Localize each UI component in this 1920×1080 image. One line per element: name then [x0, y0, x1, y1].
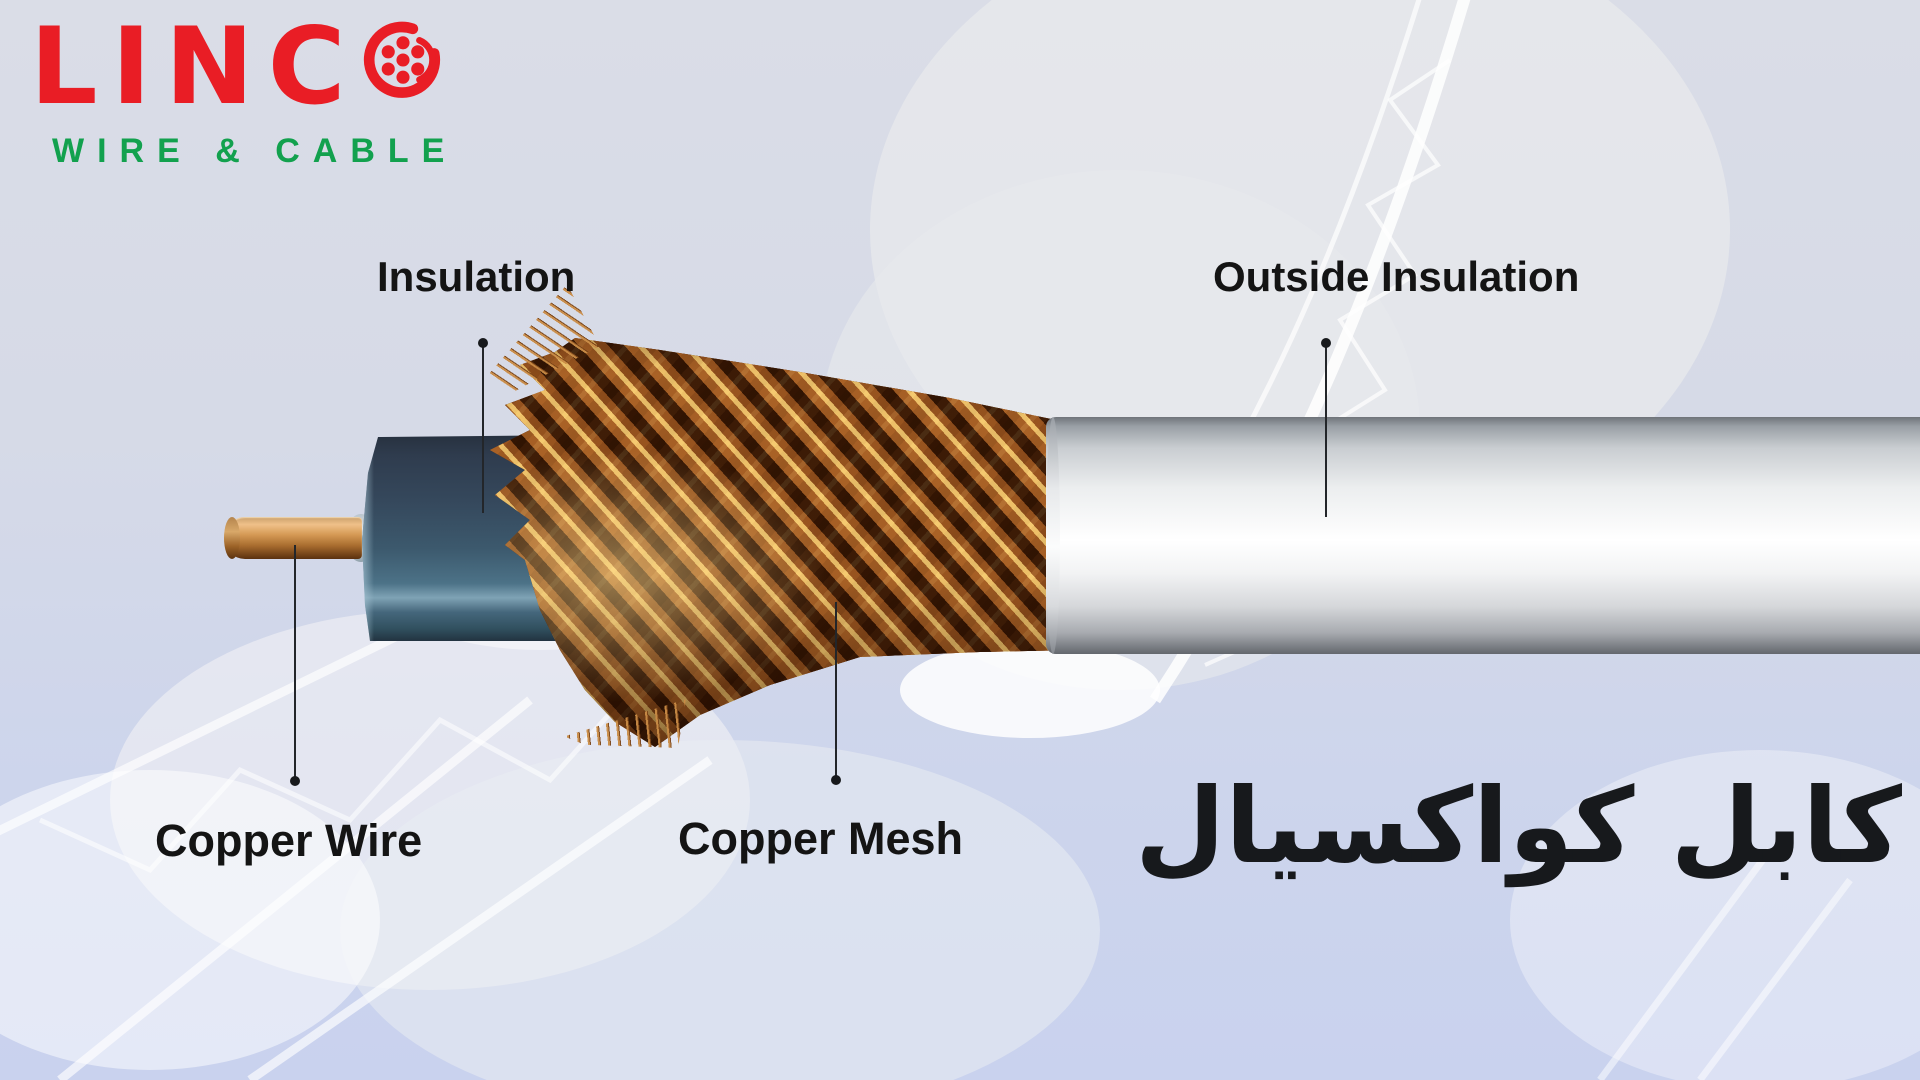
copper-wire-pointer-line [294, 545, 296, 781]
copper-wire-label: Copper Wire [155, 815, 423, 866]
linco-logo: LINC WIRE & CABLE [30, 14, 458, 170]
outside-insulation-pointer-line [1325, 343, 1327, 517]
outside-insulation-label: Outside Insulation [1213, 253, 1580, 300]
cable-cross-section-icon [363, 21, 440, 98]
brand-wordmark: LINC [30, 5, 360, 128]
copper-wire-conductor [224, 517, 362, 559]
insulation-pointer-line [482, 343, 484, 513]
copper-mesh-pointer-line [835, 602, 837, 780]
insulation-label: Insulation [377, 253, 576, 300]
brand-tagline: WIRE & CABLE [52, 132, 458, 170]
copper-mesh-pointer-dot [831, 775, 841, 785]
copper-mesh-label: Copper Mesh [678, 813, 964, 864]
copper-wire-pointer-dot [290, 776, 300, 786]
insulation-pointer-dot [478, 338, 488, 348]
brand-row: LINC [30, 14, 457, 120]
outer-jacket-cylinder [1046, 417, 1920, 654]
outside-insulation-pointer-dot [1321, 338, 1331, 348]
persian-caption-coaxial-cable: کابل کواکسیال [1135, 765, 1902, 887]
